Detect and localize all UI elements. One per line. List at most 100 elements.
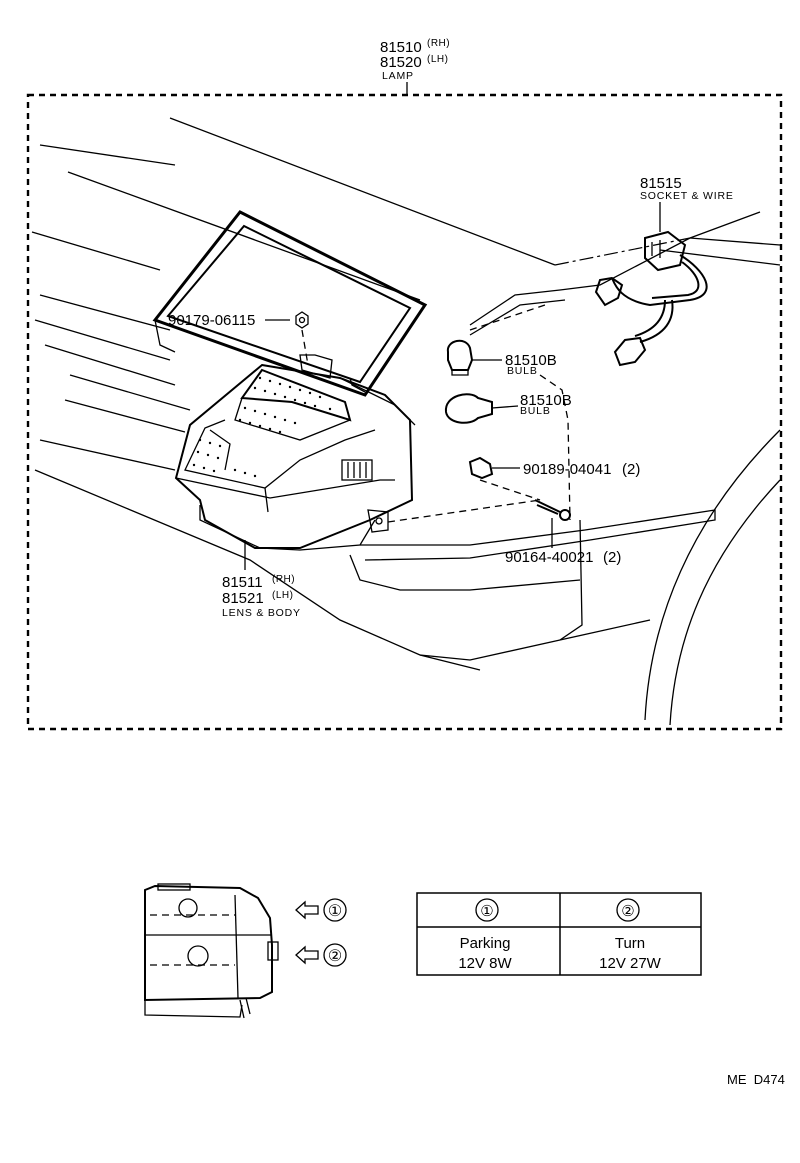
lens-middle	[234, 397, 351, 441]
callout-bulb-1: 81510B BULB	[446, 339, 557, 377]
callout-lens: 81511 (RH) 81521 (LH) LENS & BODY	[222, 540, 301, 619]
fender-inner-line	[469, 299, 566, 336]
bulb-2-name: BULB	[520, 405, 551, 417]
nut-icon	[295, 311, 309, 329]
inset-bulb-1	[178, 898, 198, 918]
lens-lh-number: 81521	[222, 590, 264, 607]
bulb-socket-path	[539, 374, 571, 521]
table-cell-parking-rating: 12V 8W	[458, 955, 512, 972]
lamp-rh-number: 81510	[380, 39, 422, 56]
body-lower	[199, 505, 376, 551]
callout-socket: 81515 SOCKET & WIRE	[594, 175, 734, 367]
body-line	[31, 231, 161, 271]
clip-qty: (2)	[622, 461, 640, 478]
diagram-code: ME D474	[727, 1072, 785, 1087]
lens-upper	[240, 368, 352, 422]
bumper-lower-line	[34, 469, 481, 671]
table-header-2: ②	[621, 903, 634, 920]
bulb-1-number: 81510B	[505, 352, 557, 369]
callout-nut: 90179-06115	[168, 311, 309, 366]
housing-top-edge	[339, 377, 416, 426]
body-line	[34, 319, 171, 361]
inset-top-tab	[157, 883, 191, 891]
wire-harness-upper-2	[651, 261, 700, 299]
inset-bulb-2	[187, 945, 209, 967]
body-line	[169, 117, 556, 266]
wire-harness-upper	[611, 254, 708, 307]
mount-hole	[375, 517, 383, 525]
lens-divider-2	[209, 429, 231, 471]
assembly-boundary	[26, 93, 783, 731]
screw-number: 90164-40021	[505, 549, 593, 566]
bulb-small-base	[451, 370, 469, 376]
lens-texture	[192, 376, 332, 478]
marker-1-circle	[323, 898, 347, 922]
bumper-corner	[559, 519, 583, 641]
bulb-1-name: BULB	[507, 365, 538, 377]
marker-1-label: ①	[328, 903, 342, 920]
fender-top-line	[469, 211, 761, 326]
bumper-bottom-line	[419, 619, 651, 661]
connector-detail	[651, 240, 661, 258]
lens-lower	[184, 419, 376, 489]
body-line	[67, 171, 421, 301]
table-header-1-circle	[475, 898, 499, 922]
screw-head	[559, 509, 571, 521]
top-stud-tab	[299, 354, 333, 379]
clip-number: 90189-04041	[523, 461, 611, 478]
wire-connector	[644, 230, 687, 272]
socket-upper	[594, 276, 624, 307]
bumper-strip	[584, 509, 716, 541]
bracket-path	[387, 499, 541, 523]
lens-bottom-edge	[175, 477, 395, 499]
callout-clip: 90189-04041 (2)	[387, 456, 640, 523]
bulb-2-number: 81510B	[520, 392, 572, 409]
socket-bulb-path	[469, 304, 546, 331]
inset-base	[144, 1000, 243, 1018]
table-cell-turn-rating: 12V 27W	[599, 955, 662, 972]
body-line	[39, 294, 171, 331]
inset-pins	[239, 997, 251, 1019]
wire-harness-lower-2	[634, 299, 666, 337]
callout-lamp: 81510 (RH) 81520 (LH) LAMP	[380, 38, 450, 95]
socket-lower	[613, 336, 647, 367]
lamp-opening-frame	[152, 210, 428, 397]
housing-bracket	[349, 377, 366, 393]
lens-rh-suffix: (RH)	[272, 574, 295, 585]
bumper-top-line-2	[364, 539, 591, 561]
bumper-top-line	[360, 529, 586, 546]
bumper-face	[349, 554, 581, 591]
lens-rh-number: 81511	[222, 574, 263, 591]
bulb-2-leader	[491, 405, 519, 409]
nut-path	[301, 329, 309, 366]
side-reflector	[341, 459, 373, 481]
lens-name: LENS & BODY	[222, 607, 301, 619]
inset-dash-lines	[150, 914, 235, 966]
hood-edge-2	[659, 249, 781, 266]
mount-bracket	[367, 509, 389, 533]
body-line	[69, 374, 191, 411]
body-line	[44, 344, 176, 386]
wire-harness-lower	[639, 299, 674, 343]
wheel-arch-outer	[644, 429, 781, 721]
lamp-lh-suffix: (LH)	[427, 54, 448, 65]
opening-inner	[166, 224, 412, 384]
lamp-assembly	[174, 354, 416, 551]
hood-edge	[689, 237, 781, 246]
arrow-left-icon	[295, 900, 319, 920]
body-centerline	[554, 237, 691, 266]
body-line	[39, 439, 176, 471]
nut-hole	[298, 316, 306, 324]
vehicle-body	[31, 117, 781, 726]
inset-side-marker	[267, 941, 279, 961]
lens-lh-suffix: (LH)	[272, 590, 293, 601]
lamp-rh-suffix: (RH)	[427, 38, 450, 49]
lamp-name: LAMP	[382, 70, 414, 82]
wheel-arch-inner	[669, 479, 781, 726]
bulb-table: ① ② Parking Turn 12V 8W 12V 27W	[416, 892, 702, 976]
table-cell-parking: Parking	[460, 935, 511, 952]
socket-name: SOCKET & WIRE	[640, 190, 734, 202]
body-line	[64, 399, 186, 433]
